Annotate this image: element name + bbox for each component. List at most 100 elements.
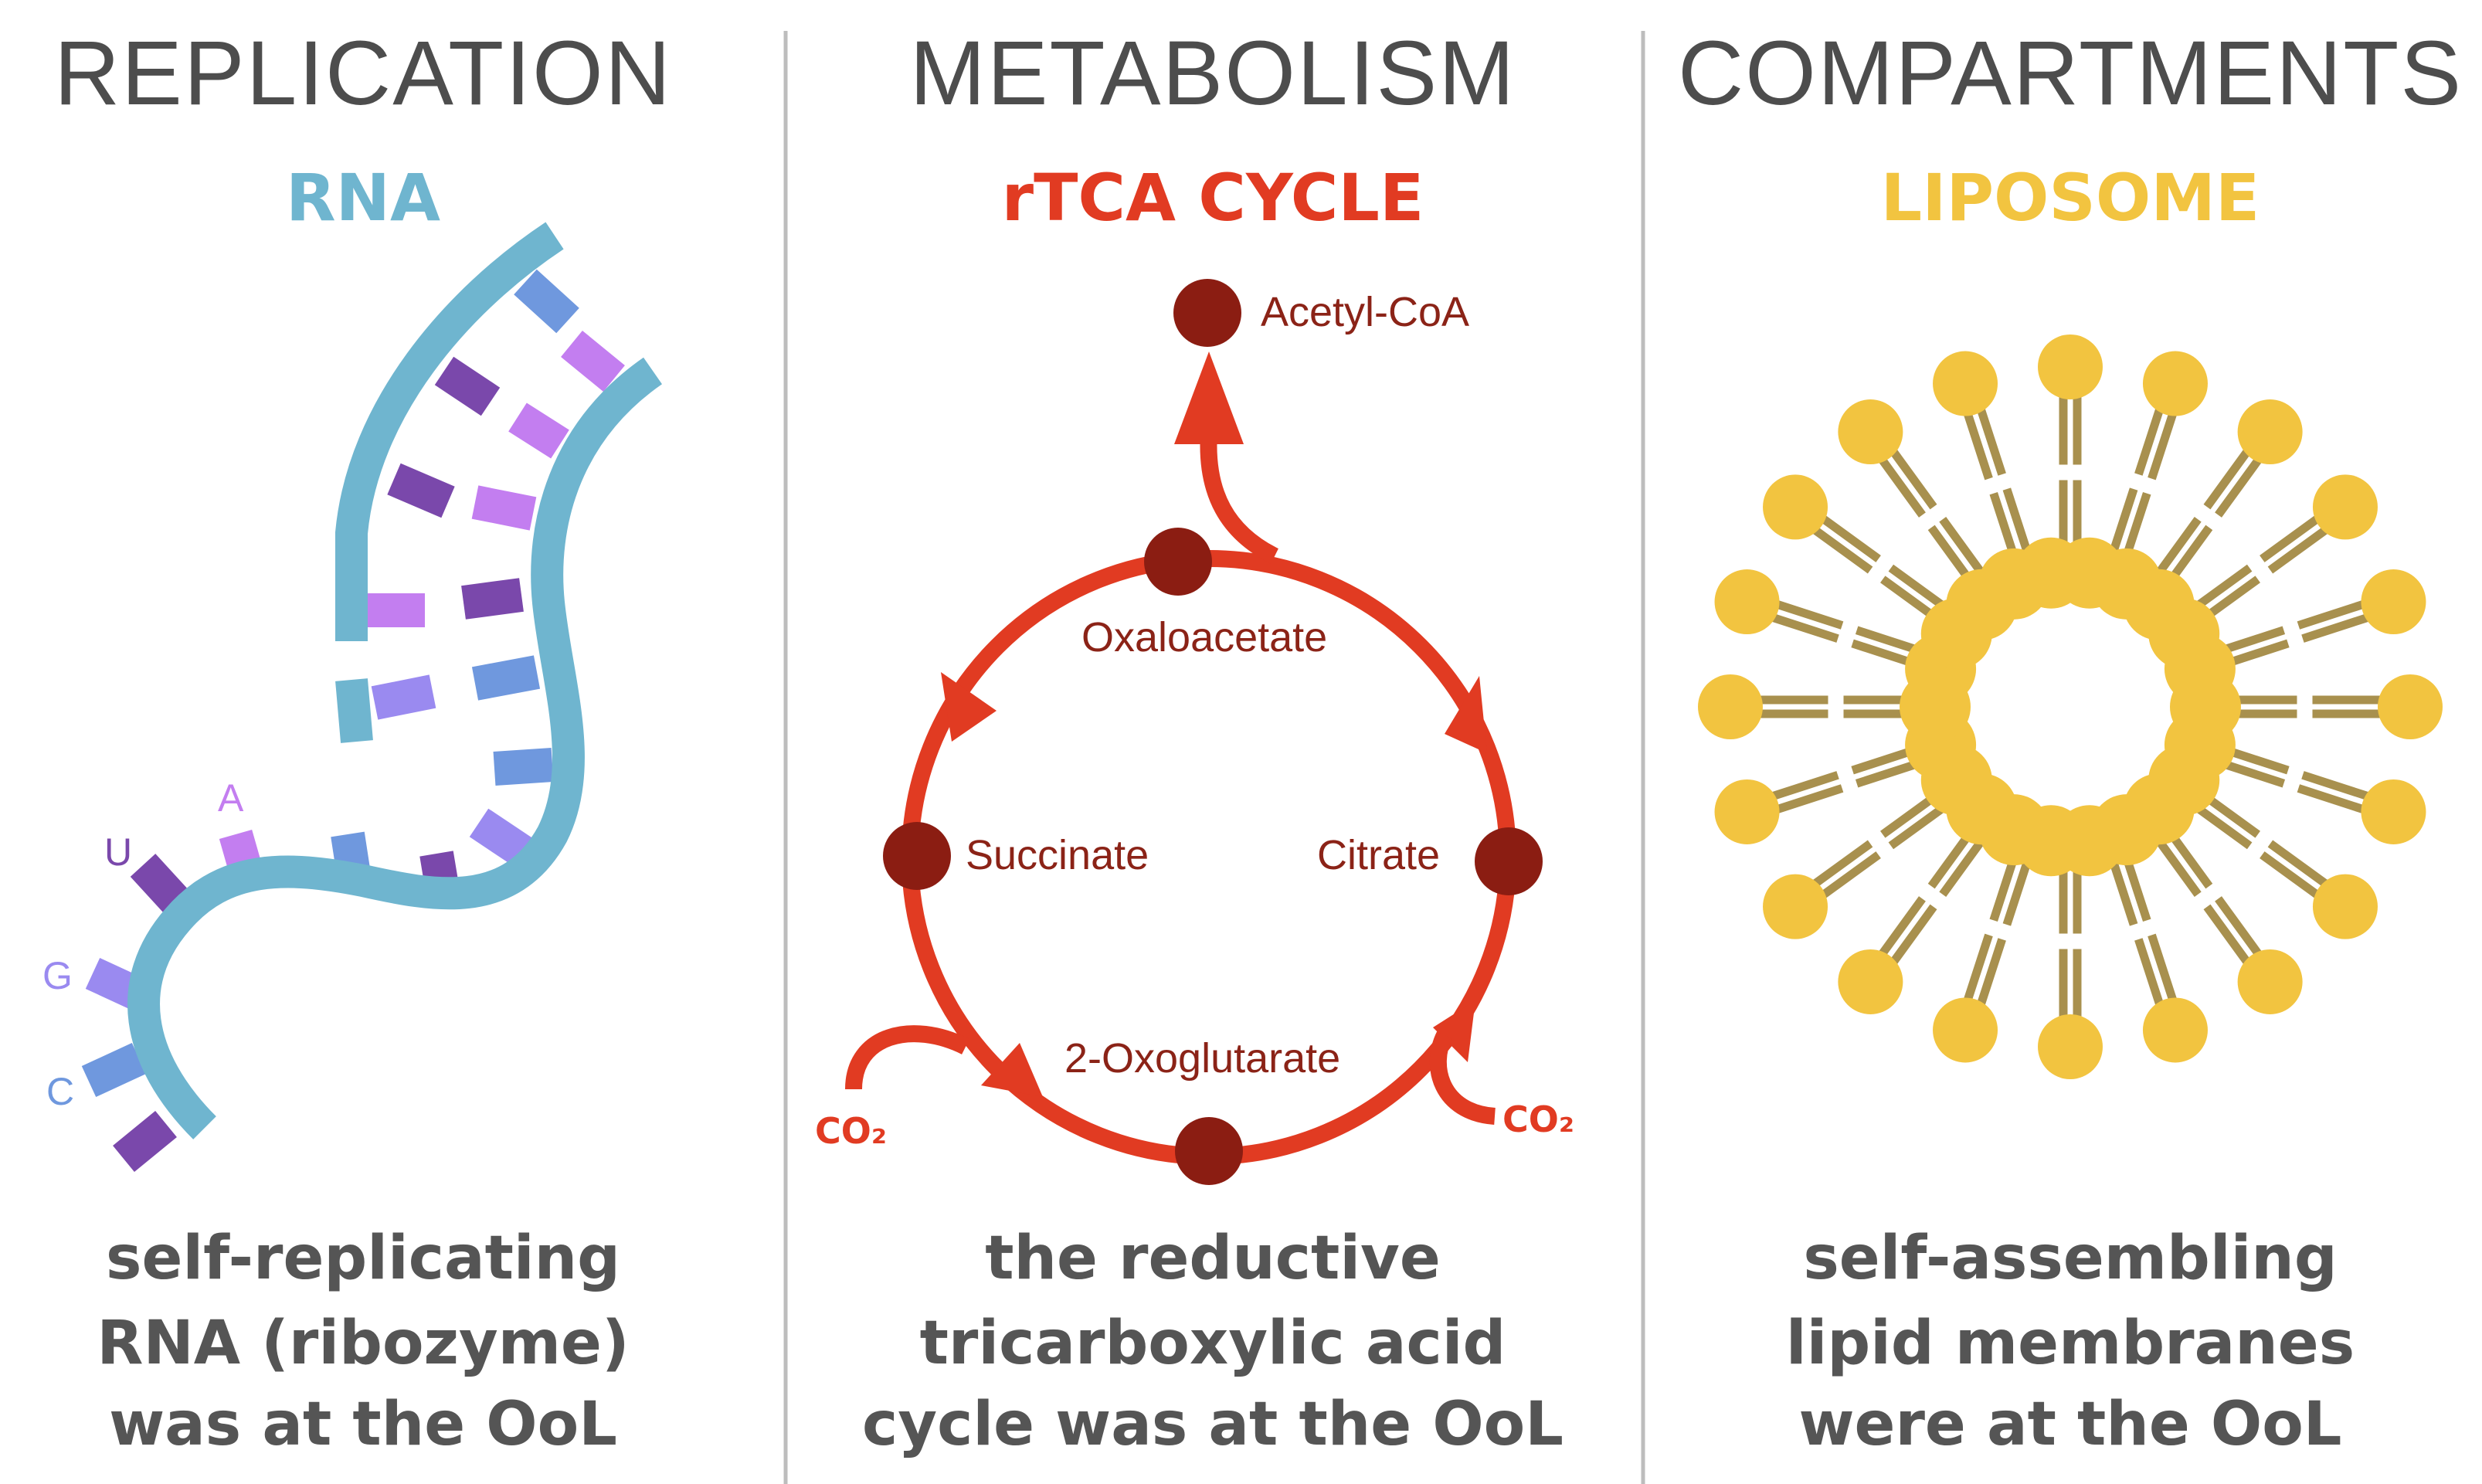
rna-rung <box>434 356 501 416</box>
rna-illustration: U A G C <box>42 222 663 1173</box>
acetyl-coa-branch <box>1200 432 1279 564</box>
rna-rung <box>514 269 579 334</box>
heading-metabolism: METABOLISM <box>910 22 1516 124</box>
lipid-outer-head <box>2237 399 2303 465</box>
lipid-outer-head <box>1933 997 1998 1063</box>
lipid-outer-head <box>1933 351 1998 416</box>
lipid-tail <box>2217 758 2286 788</box>
lipid-tail <box>1989 854 2019 922</box>
lipid-tail <box>1820 851 1881 899</box>
lipid-tail <box>1963 412 1993 481</box>
label-co2-left: CO₂ <box>815 1110 887 1152</box>
label-succinate: Succinate <box>966 832 1149 878</box>
lipid-tail <box>2260 851 2321 899</box>
lipid-tail <box>1878 896 1926 957</box>
rna-rung <box>508 402 569 459</box>
co2-right-input <box>1429 1031 1496 1125</box>
lipid-tail <box>2217 626 2286 656</box>
lipid-tail <box>2215 457 2263 518</box>
lipid-tail <box>1771 613 1839 643</box>
caption-replication-line-3: was at the OoL <box>109 1390 617 1459</box>
lipid-tail <box>1820 514 1881 562</box>
caption-metabolism: the reductive tricarboxylic acid cycle w… <box>862 1224 1564 1459</box>
lipid-tail <box>2301 613 2369 643</box>
subheading-liposome: LIPOSOME <box>1881 160 2260 236</box>
lipid-tail <box>1989 491 2019 560</box>
lipid-tail <box>1878 457 1926 518</box>
cycle-arrow-right <box>1445 676 1487 753</box>
lipid-outer-head <box>1763 874 1828 939</box>
lipid-tail <box>1977 938 2006 1006</box>
lipid-tail <box>2002 487 2032 555</box>
lipid-outer-head <box>2312 474 2378 540</box>
lipid-outer-head <box>2237 949 2303 1014</box>
lipid-tail <box>1977 408 2006 476</box>
lipid-outer-head <box>1698 674 1763 739</box>
caption-replication-line-2: RNA (ribozyme) <box>97 1309 629 1378</box>
lipid-tail <box>1890 904 1937 965</box>
lipid-outer-head <box>1714 569 1780 635</box>
label-oxaloacetate: Oxaloacetate <box>1081 614 1327 660</box>
caption-metabolism-line-2: tricarboxylic acid <box>920 1309 1506 1378</box>
subheading-rna: RNA <box>286 160 440 236</box>
lipid-outer-head <box>1714 779 1780 844</box>
lipid-tail <box>2108 487 2138 555</box>
lipid-tail <box>2134 408 2164 476</box>
lipid-tail <box>2297 599 2365 630</box>
lipid-outer-head <box>1838 949 1903 1014</box>
lipid-tail <box>2108 858 2138 926</box>
lipid-tail <box>1939 517 1987 578</box>
lipid-tail <box>1888 802 1949 850</box>
rna-rung <box>469 808 535 868</box>
caption-compartments-line-2: lipid membranes <box>1786 1309 2355 1378</box>
lipid-tail <box>2121 491 2151 560</box>
lipid-tail <box>2267 526 2328 574</box>
cycle-arrow-bottom-right <box>1433 1000 1475 1062</box>
caption-metabolism-line-1: the reductive <box>985 1224 1441 1293</box>
lipid-tail <box>1890 449 1937 510</box>
cycle-arrow-bottom-left <box>981 1043 1043 1097</box>
lipid-tail <box>1812 840 1873 888</box>
rna-base-u: U <box>104 830 132 874</box>
rna-rung <box>81 1043 147 1097</box>
lipid-tail <box>2267 840 2328 888</box>
lipid-outer-head <box>2361 569 2426 635</box>
label-2-oxoglutarate: 2-Oxoglutarate <box>1064 1035 1340 1082</box>
rtca-cycle-illustration: Acetyl-CoA Oxaloacetate Succinate Citrat… <box>815 279 1574 1185</box>
caption-metabolism-line-3: cycle was at the OoL <box>862 1390 1564 1459</box>
heading-replication: REPLICATION <box>54 22 672 124</box>
lipid-tail <box>2002 858 2032 926</box>
lipid-outer-head <box>2038 1014 2103 1079</box>
heading-compartments: COMPARTMENTS <box>1678 22 2463 124</box>
lipid-tail <box>2154 517 2202 578</box>
cycle-arrow-left <box>941 672 997 742</box>
caption-compartments: self-assembling lipid membranes were at … <box>1786 1224 2355 1459</box>
caption-compartments-line-3: were at the OoL <box>1798 1390 2341 1459</box>
subheading-rtca-cycle: rTCA CYCLE <box>1002 160 1424 236</box>
lipid-tail <box>2134 938 2164 1006</box>
lipid-tail <box>2148 933 2178 1002</box>
rna-rung <box>493 748 554 786</box>
acetyl-coa-arrow <box>1174 351 1244 444</box>
lipid-outer-head <box>2361 779 2426 844</box>
lipid-tail <box>1775 784 1844 814</box>
lipid-tail <box>2192 802 2253 850</box>
lipid-inner-head <box>2164 633 2236 705</box>
lipid-tail <box>1855 626 1923 656</box>
lipid-outer-head <box>2142 351 2208 416</box>
lipid-outer-head <box>1838 399 1903 465</box>
lipid-tail <box>2148 412 2178 481</box>
node-succinate <box>883 822 951 890</box>
rna-rung <box>387 463 455 518</box>
lipid-tail <box>2297 784 2365 814</box>
lipid-outer-head <box>2142 997 2208 1063</box>
lipid-outer-head <box>1763 474 1828 540</box>
lipid-tail <box>2215 896 2263 957</box>
node-acetyl-coa <box>1173 279 1241 347</box>
lipid-tail <box>1771 771 1839 800</box>
caption-replication-line-1: self-replicating <box>106 1224 620 1293</box>
rna-base-a: A <box>218 776 244 820</box>
lipid-tail <box>1855 758 1923 788</box>
liposome-illustration <box>1698 334 2443 1079</box>
